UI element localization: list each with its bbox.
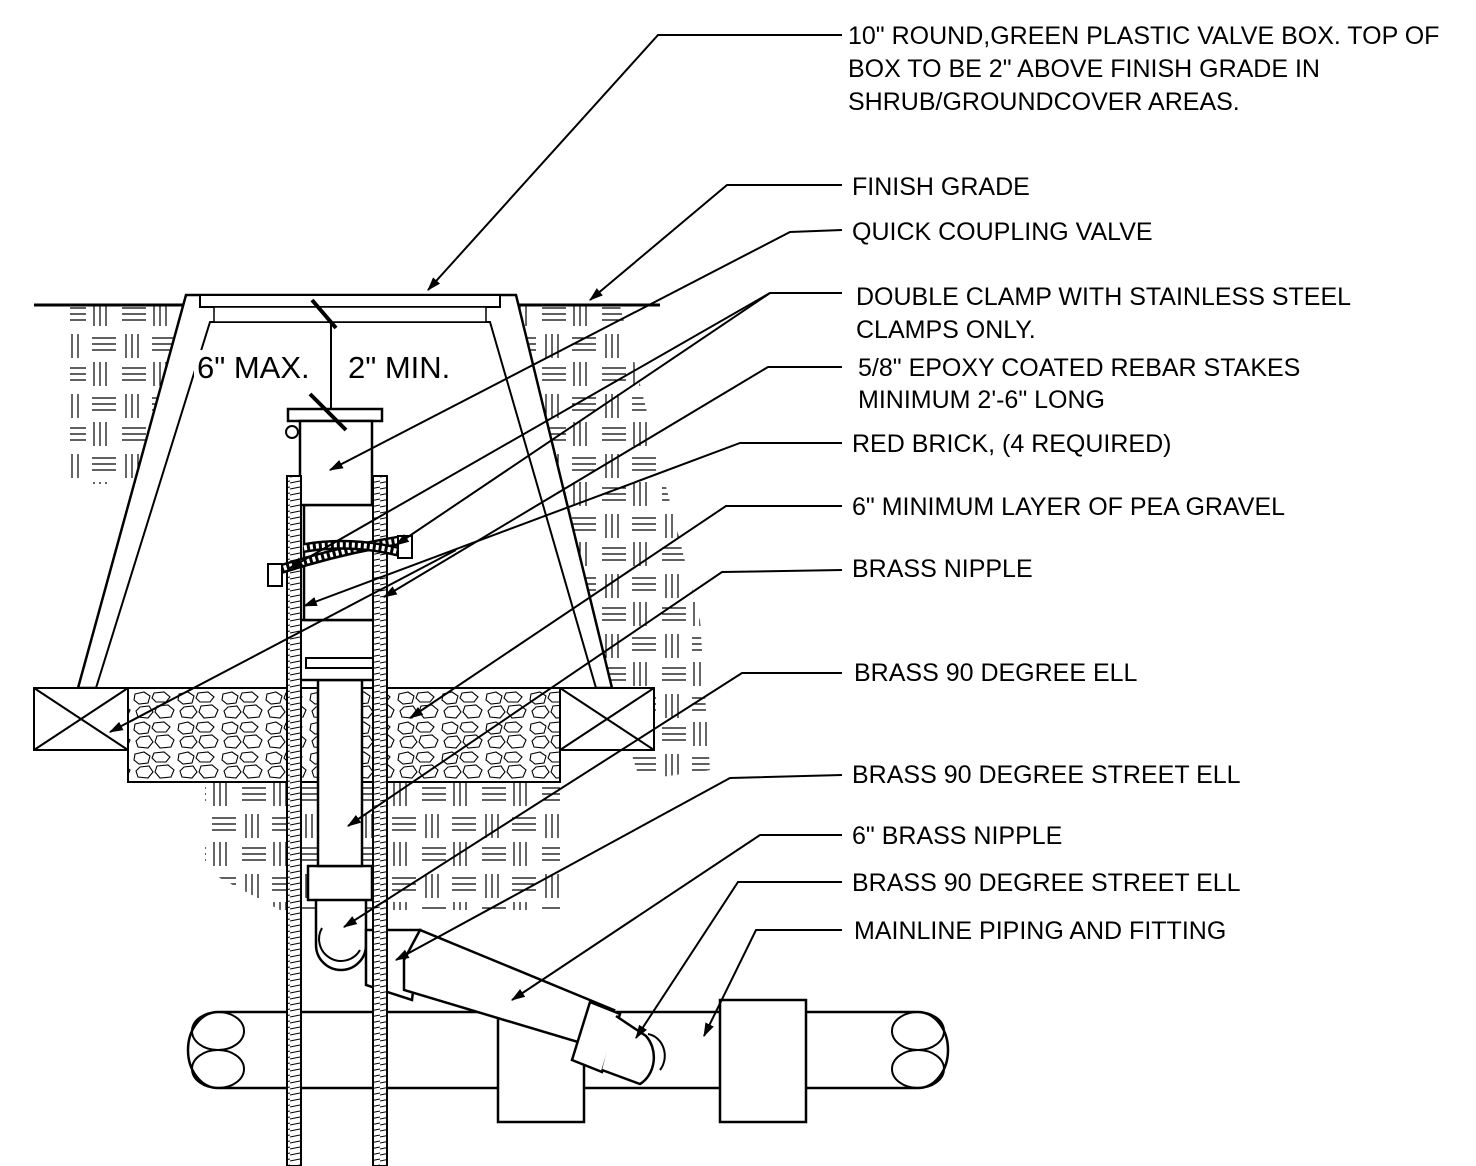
rebar-stake-left [286, 475, 302, 1166]
leader-red-brick-b [108, 549, 457, 733]
leader-finish-grade [589, 184, 842, 301]
callout-valve-box-line-1: 10" ROUND,GREEN PLASTIC VALVE BOX. TOP O… [848, 22, 1439, 50]
callout-six-inch-brass-nipple: 6" BRASS NIPPLE [852, 822, 1062, 850]
callout-brass-90-ell: BRASS 90 DEGREE ELL [854, 659, 1138, 687]
callout-brass-90-street-ell-1: BRASS 90 DEGREE STREET ELL [852, 761, 1241, 789]
leader-lines [108, 34, 843, 1039]
leader-mainline-piping [703, 929, 842, 1038]
leader-rebar-stakes [382, 366, 842, 598]
callout-quick-coupling-valve: QUICK COUPLING VALVE [852, 218, 1153, 246]
soil-left-upper [70, 306, 186, 484]
callout-double-clamp-line-1: DOUBLE CLAMP WITH STAINLESS STEEL [856, 283, 1351, 311]
rebar-stake-right [372, 475, 388, 1166]
leader-brass-90-street-ell-1 [394, 774, 843, 961]
dimension-max-label: 6" MAX. [197, 350, 310, 385]
leader-double-clamp-b [395, 292, 771, 546]
callout-rebar-stakes-line-1: 5/8" EPOXY COATED REBAR STAKES [858, 354, 1300, 382]
callout-brass-90-street-ell-2: BRASS 90 DEGREE STREET ELL [852, 869, 1241, 897]
callout-rebar-stakes-line-2: MINIMUM 2'-6" LONG [858, 386, 1105, 414]
brass-coupling [306, 864, 374, 902]
red-brick-left [33, 687, 129, 751]
callout-brass-nipple: BRASS NIPPLE [852, 555, 1033, 583]
callout-pea-gravel: 6" MINIMUM LAYER OF PEA GRAVEL [852, 493, 1285, 521]
callout-red-brick: RED BRICK, (4 REQUIRED) [852, 430, 1171, 458]
brass-90-ell [314, 900, 368, 972]
leader-six-inch-brass-nipple [511, 834, 842, 1001]
callout-valve-box-line-3: SHRUB/GROUNDCOVER AREAS. [848, 88, 1240, 116]
leader-brass-90-street-ell-2 [635, 881, 842, 1039]
leader-red-brick-a [302, 442, 842, 607]
callout-finish-grade: FINISH GRADE [852, 173, 1030, 201]
callout-valve-box-line-2: BOX TO BE 2" ABOVE FINISH GRADE IN [848, 55, 1320, 83]
callout-mainline-piping: MAINLINE PIPING AND FITTING [854, 917, 1226, 945]
dimension-min-label: 2" MIN. [348, 350, 450, 385]
dimension-marks [194, 298, 460, 432]
leader-brass-90-ell [343, 672, 842, 928]
callout-labels: 10" ROUND,GREEN PLASTIC VALVE BOX. TOP O… [848, 22, 1439, 945]
valve-box-lid [199, 294, 501, 308]
callout-double-clamp-line-2: CLAMPS ONLY. [856, 316, 1036, 344]
leader-quick-coupling-valve [328, 229, 843, 471]
red-brick-right [559, 687, 655, 751]
leader-pea-gravel [409, 505, 842, 719]
mainline-fitting-right [718, 998, 808, 1124]
leader-valve-box [427, 34, 842, 291]
leader-brass-nipple [347, 569, 843, 827]
